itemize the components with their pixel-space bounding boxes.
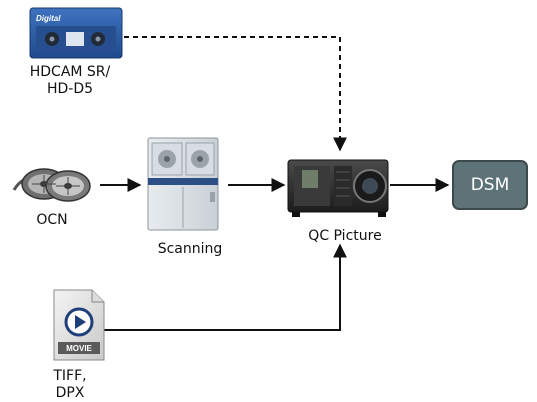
dsm-label: DSM bbox=[470, 175, 510, 195]
film-reels-icon bbox=[12, 168, 91, 202]
film-scanner-icon bbox=[147, 137, 219, 231]
tape-cassette-icon: Digital bbox=[29, 7, 123, 59]
hdcam-label-line2: HD-D5 bbox=[46, 81, 94, 97]
tiff-dpx-label: TIFF, DPX bbox=[40, 368, 100, 402]
hdcam-label: HDCAM SR/ HD-D5 bbox=[22, 64, 118, 98]
tape-badge: Digital bbox=[36, 14, 61, 23]
dsm-node: DSM bbox=[452, 160, 528, 210]
edge-tiff-to-qc bbox=[102, 243, 347, 331]
movie-file-icon: MOVIE bbox=[53, 289, 105, 361]
tiff-label-line2: DPX bbox=[55, 385, 85, 401]
cinema-projector-icon bbox=[287, 159, 389, 217]
ocn-label: OCN bbox=[36, 212, 68, 228]
tiff-label-line1: TIFF, bbox=[53, 368, 87, 384]
edge-hdcam-to-qc bbox=[124, 36, 347, 152]
scanning-label: Scanning bbox=[157, 241, 223, 257]
hdcam-label-line1: HDCAM SR/ bbox=[29, 64, 111, 80]
file-badge: MOVIE bbox=[66, 344, 92, 353]
qc-picture-label: QC Picture bbox=[308, 228, 382, 244]
